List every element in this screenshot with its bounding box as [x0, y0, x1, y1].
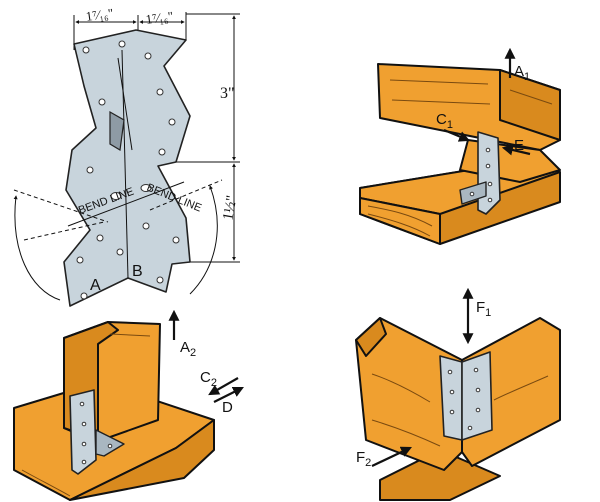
arrow-f2: [371, 446, 412, 467]
flange-b-label: B: [132, 263, 143, 280]
bracket-plate: [63, 29, 191, 307]
bracket-nail-holes: [76, 40, 180, 300]
label-f1: F1: [476, 299, 491, 319]
installation-view-bottom-left: A2 C2 D: [13, 309, 244, 501]
label-a2: A2: [180, 339, 196, 359]
arrow-c2: [208, 377, 239, 396]
flange-a-label: A: [90, 277, 101, 294]
label-f2: F2: [356, 449, 371, 469]
dim-top-left: 1⁷⁄₁₆": [85, 5, 114, 24]
label-c2: C2: [200, 369, 217, 389]
arrow-d: [213, 387, 244, 403]
dim-height: 3": [220, 85, 235, 102]
label-a1: A1: [514, 63, 530, 83]
label-d: D: [222, 399, 233, 416]
dim-lower: 1½": [220, 194, 240, 221]
dim-top-right: 1⁷⁄₁₆": [145, 8, 174, 27]
arrow-e: [501, 144, 531, 156]
bracket-flat-view: 1⁷⁄₁₆" 1⁷⁄₁₆" 3" 1½": [13, 5, 240, 307]
dimension-lines: [73, 12, 240, 263]
installation-view-bottom-right: F1 F2: [355, 287, 561, 501]
label-c1: C1: [436, 111, 453, 131]
installation-view-top-right: A1 C1 E: [359, 47, 561, 245]
fold-direction-arcs: [13, 179, 223, 301]
label-e: E: [514, 137, 524, 154]
arrow-c1: [443, 128, 471, 142]
